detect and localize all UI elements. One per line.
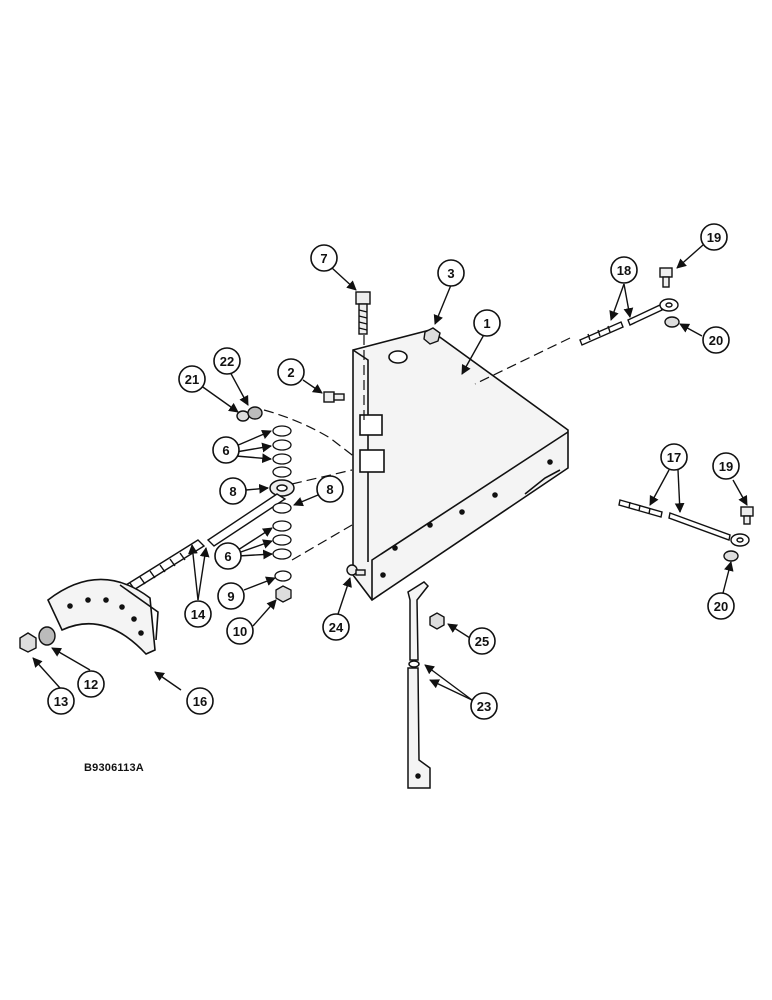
callout-12: 12 bbox=[77, 670, 105, 698]
washer-stack-upper bbox=[272, 425, 292, 478]
callout-8-left: 8 bbox=[219, 477, 247, 505]
svg-text:8: 8 bbox=[229, 484, 236, 499]
callout-13: 13 bbox=[47, 687, 75, 715]
svg-text:6: 6 bbox=[224, 549, 231, 564]
bolt-7 bbox=[355, 291, 371, 335]
callout-3: 3 bbox=[437, 259, 465, 287]
callout-14: 14 bbox=[184, 600, 212, 628]
leader-arrows bbox=[32, 244, 748, 701]
callout-6-upper: 6 bbox=[212, 436, 240, 464]
rod-end-bearing bbox=[269, 479, 295, 497]
callout-1: 1 bbox=[473, 309, 501, 337]
callout-9: 9 bbox=[217, 582, 245, 610]
svg-text:10: 10 bbox=[233, 624, 247, 639]
svg-text:16: 16 bbox=[193, 694, 207, 709]
svg-text:9: 9 bbox=[227, 589, 234, 604]
svg-text:1: 1 bbox=[483, 316, 490, 331]
callout-19-upper: 19 bbox=[700, 223, 728, 251]
nut-21-22 bbox=[236, 406, 263, 422]
svg-text:19: 19 bbox=[719, 459, 733, 474]
callout-19-lower: 19 bbox=[712, 452, 740, 480]
svg-text:24: 24 bbox=[329, 620, 344, 635]
callout-17: 17 bbox=[660, 443, 688, 471]
callout-23: 23 bbox=[470, 692, 498, 720]
callout-2: 2 bbox=[277, 358, 305, 386]
callout-10: 10 bbox=[226, 617, 254, 645]
callout-16: 16 bbox=[186, 687, 214, 715]
svg-text:8: 8 bbox=[326, 482, 333, 497]
callout-6-lower: 6 bbox=[214, 542, 242, 570]
svg-text:17: 17 bbox=[667, 450, 681, 465]
threaded-rod-14 bbox=[116, 493, 287, 597]
drawing-reference-code: B9306113A bbox=[84, 762, 144, 774]
callout-20-lower: 20 bbox=[707, 592, 735, 620]
svg-text:7: 7 bbox=[320, 251, 327, 266]
svg-text:13: 13 bbox=[54, 694, 68, 709]
support-bracket-23 bbox=[407, 581, 431, 789]
callout-24: 24 bbox=[322, 613, 350, 641]
svg-text:18: 18 bbox=[617, 263, 631, 278]
callout-18: 18 bbox=[610, 256, 638, 284]
nut-25 bbox=[429, 612, 445, 630]
nuts-12-13 bbox=[19, 626, 56, 653]
callout-22: 22 bbox=[213, 347, 241, 375]
svg-text:6: 6 bbox=[222, 443, 229, 458]
callout-20-upper: 20 bbox=[702, 326, 730, 354]
washer-stack-lower bbox=[272, 502, 292, 603]
nut-20-lower bbox=[723, 550, 739, 562]
svg-text:12: 12 bbox=[84, 677, 98, 692]
callout-8-right: 8 bbox=[316, 475, 344, 503]
svg-text:2: 2 bbox=[287, 365, 294, 380]
bolt-2 bbox=[323, 391, 345, 403]
rod-assembly-17 bbox=[618, 499, 750, 547]
rod-assembly-18 bbox=[579, 298, 679, 346]
callout-7: 7 bbox=[310, 244, 338, 272]
svg-text:20: 20 bbox=[709, 333, 723, 348]
svg-text:14: 14 bbox=[191, 607, 206, 622]
svg-text:22: 22 bbox=[220, 354, 234, 369]
shield-plate bbox=[352, 329, 569, 602]
bolt-19-upper bbox=[659, 267, 673, 288]
svg-text:20: 20 bbox=[714, 599, 728, 614]
svg-text:25: 25 bbox=[475, 634, 489, 649]
callout-25: 25 bbox=[468, 627, 496, 655]
bolt-24 bbox=[346, 564, 366, 576]
curved-guide-bracket bbox=[47, 578, 159, 655]
nut-20-upper bbox=[664, 316, 680, 328]
svg-text:21: 21 bbox=[185, 372, 199, 387]
assembly-dashed-lines bbox=[263, 335, 571, 561]
svg-text:23: 23 bbox=[477, 699, 491, 714]
svg-text:3: 3 bbox=[447, 266, 454, 281]
bolt-19-lower bbox=[740, 506, 754, 525]
svg-text:19: 19 bbox=[707, 230, 721, 245]
nut-3 bbox=[423, 327, 441, 345]
callout-21: 21 bbox=[178, 365, 206, 393]
